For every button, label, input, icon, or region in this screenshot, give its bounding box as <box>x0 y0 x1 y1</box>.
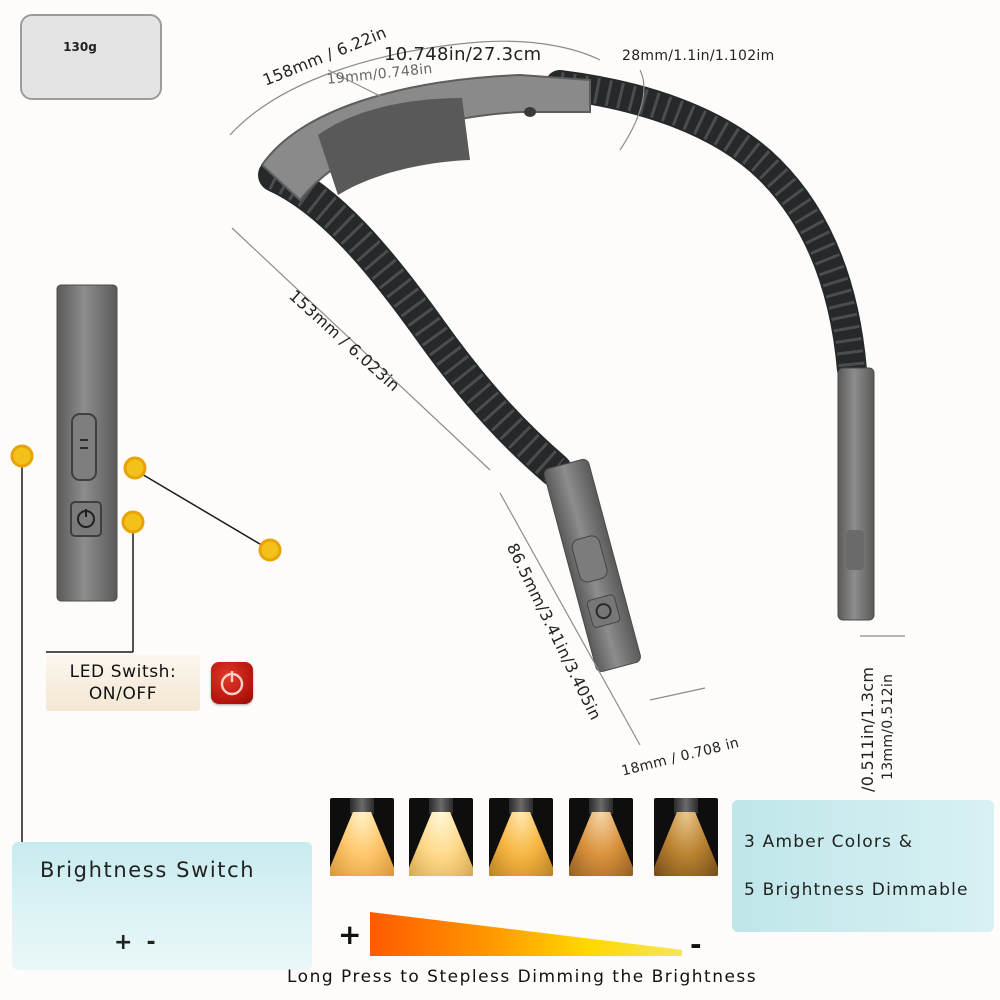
dimming-minus: - <box>690 928 702 961</box>
weight-label: 130g <box>63 40 97 54</box>
amber-colors-line1: 3 Amber Colors & <box>744 832 914 852</box>
right-arm <box>545 70 867 385</box>
switch-closeup <box>56 284 118 602</box>
brightness-swatch-1 <box>330 798 394 876</box>
weight-badge <box>20 14 162 100</box>
brightness-switch-panel <box>12 842 312 970</box>
led-switch-label: LED Switsh: ON/OFF <box>46 655 200 711</box>
brightness-swatch-4 <box>569 798 633 876</box>
left-head <box>543 458 641 672</box>
dim-neck-thickness: 28mm/1.1in/1.102im <box>622 48 775 64</box>
brightness-plus: + <box>114 930 147 955</box>
amber-colors-line2: 5 Brightness Dimmable <box>744 880 969 900</box>
right-head <box>837 367 875 621</box>
dim-right-tip-mm: 13mm/0.512in <box>880 673 896 780</box>
dimming-caption: Long Press to Stepless Dimming the Brigh… <box>287 967 758 987</box>
led-switch-line2: ON/OFF <box>88 684 158 704</box>
dimming-plus: + <box>338 918 362 951</box>
neck-band <box>260 73 591 202</box>
brightness-swatch-3 <box>489 798 553 876</box>
dim-total-length: 10.748in/27.3cm <box>384 44 542 65</box>
brightness-swatch-5 <box>654 798 718 876</box>
dim-right-tip: /0.511in/1.3cm <box>858 666 877 792</box>
left-arm <box>258 158 572 487</box>
led-switch-line1: LED Switsh: <box>69 662 177 682</box>
brightness-plus-minus: +- <box>114 930 170 955</box>
amber-colors-panel <box>732 800 994 932</box>
brightness-swatch-2 <box>409 798 473 876</box>
power-icon <box>211 662 253 704</box>
brightness-switch-title: Brightness Switch <box>40 858 256 882</box>
brightness-minus: - <box>146 930 170 955</box>
dimension-lines <box>229 40 905 746</box>
